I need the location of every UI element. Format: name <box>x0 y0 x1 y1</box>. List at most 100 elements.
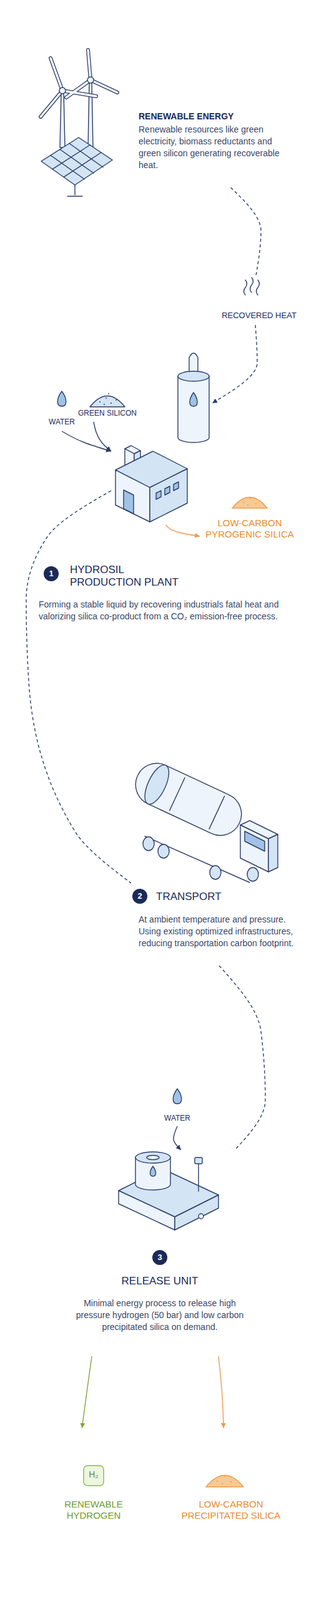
pyrogenic-silica-pile <box>232 496 268 509</box>
hydrosil-building <box>115 469 150 522</box>
pyrogenic-silica-pile <box>255 502 257 504</box>
release-unit-machine <box>146 1154 160 1159</box>
green-silicon-pile <box>103 403 105 405</box>
release-unit-machine <box>198 1212 204 1218</box>
node-heading: RELEASE UNIT <box>81 1273 238 1286</box>
tanker-truck <box>268 833 278 871</box>
hydrosil-building <box>123 489 134 514</box>
process-block: TRANSPORT At ambient temperature and pres… <box>131 752 308 965</box>
flow-connector <box>81 1354 92 1427</box>
wind-turbines <box>88 49 91 80</box>
input-block: GREEN SILICON <box>78 387 141 422</box>
wind-turbines <box>40 90 63 117</box>
tanker-truck <box>209 864 221 879</box>
water-drop <box>57 390 67 406</box>
solar-panel <box>74 184 75 195</box>
input-block: WATER <box>48 387 75 431</box>
tanker-truck <box>157 843 170 858</box>
hydrosil-tank <box>177 352 210 442</box>
node-heading: H₂ <box>83 1467 104 1479</box>
heat-waves <box>250 277 254 293</box>
flow-connector <box>165 524 200 536</box>
green-silicon-pile <box>107 392 110 394</box>
hydrosil-tank <box>189 352 198 374</box>
green-silicon-pile <box>89 392 125 407</box>
callout-number: 1 <box>43 565 59 581</box>
pyrogenic-silica-pile <box>242 496 257 506</box>
heat-waves <box>244 277 260 295</box>
green-silicon-pile <box>99 392 117 405</box>
release-unit-machine <box>135 1150 171 1162</box>
node-heading: WATER <box>44 417 80 426</box>
solar-panel <box>59 149 94 173</box>
node-heading: HYDROSIL PRODUCTION PLANT <box>69 563 195 588</box>
water-drop <box>172 1087 182 1103</box>
release-unit-machine <box>197 1162 199 1190</box>
node-heading: GREEN SILICON <box>74 408 141 418</box>
hydrosil-building <box>115 445 188 522</box>
precipitated-silica-pile <box>216 1478 218 1481</box>
solar-panel <box>41 137 113 185</box>
output-block: LOW-CARBON PYROGENIC SILICA <box>199 486 300 550</box>
wind-turbines <box>40 49 118 117</box>
water-drop <box>172 1087 182 1103</box>
wind-turbines <box>50 58 63 91</box>
node-heading: RECOVERED HEAT <box>219 310 299 321</box>
wind-turbines <box>40 49 118 149</box>
water-drop <box>57 390 67 406</box>
release-unit-machine <box>118 1150 219 1229</box>
wind-turbines <box>66 79 91 98</box>
green-silicon-pile <box>89 395 125 408</box>
precipitated-silica-pile <box>224 1473 226 1476</box>
flow-connector <box>26 490 132 883</box>
precipitated-silica-pile <box>206 1473 244 1486</box>
hydrosil-building <box>164 485 170 495</box>
solar-panel <box>50 155 85 180</box>
precipitated-silica-pile <box>221 1481 223 1483</box>
solar-panel <box>50 143 104 180</box>
tanker-truck <box>128 755 278 882</box>
node-heading: LOW-CARBON PRECIPITATED SILICA <box>177 1496 285 1520</box>
green-silicon-pile <box>110 402 112 404</box>
solar-panel <box>69 143 104 168</box>
heat-block: RECOVERED HEAT <box>221 274 297 325</box>
hydrosil-tank <box>177 370 210 381</box>
hydrosil-building <box>173 481 179 491</box>
release-unit-machine <box>194 1156 203 1163</box>
tanker-truck <box>169 776 186 810</box>
wind-turbines <box>87 76 94 84</box>
heat-waves <box>244 279 248 295</box>
release-unit-machine <box>150 1164 157 1175</box>
node-body: At ambient temperature and pressure. Usi… <box>138 912 303 949</box>
tanker-truck <box>139 760 174 807</box>
node-body: RENEWABLE HYDROGEN <box>54 1496 133 1520</box>
tanker-truck <box>209 795 225 829</box>
precipitated-silica-pile <box>216 1473 232 1483</box>
node-body: Renewable resources like green electrici… <box>138 123 296 172</box>
node-heading: TRANSPORT <box>156 889 281 903</box>
solar-panel <box>67 195 83 197</box>
flow-connector <box>219 964 266 1149</box>
input-block: WATER <box>163 1086 192 1125</box>
green-silicon-pile <box>99 400 101 403</box>
tanker-truck <box>128 755 249 842</box>
wind-turbines <box>88 81 94 149</box>
wind-turbines <box>40 49 118 117</box>
tanker-truck <box>240 824 269 871</box>
node-heading: LOW-CARBON PYROGENIC SILICA <box>202 516 298 540</box>
release-unit-machine <box>174 1193 219 1229</box>
wind-turbines <box>59 87 66 94</box>
hydrogen-icon <box>83 1463 104 1484</box>
wind-turbines <box>40 90 63 117</box>
pyrogenic-silica-pile <box>232 496 268 509</box>
node-heading: WATER <box>158 1112 197 1122</box>
flow-connector <box>93 421 112 451</box>
heat-waves <box>256 279 260 295</box>
flow-connector <box>173 1124 182 1149</box>
tanker-truck <box>142 835 155 850</box>
callout-number: 2 <box>132 887 148 903</box>
flow-connector <box>212 324 258 403</box>
hydrosil-tank <box>189 392 198 406</box>
